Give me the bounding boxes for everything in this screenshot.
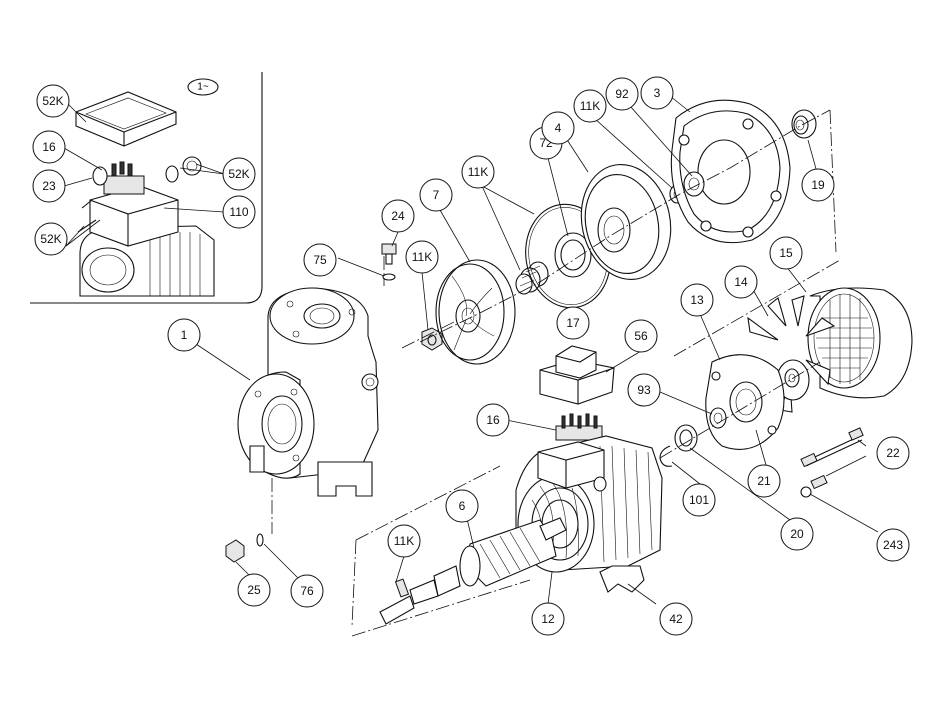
callout-7: 7 (419, 178, 453, 212)
svg-text:75: 75 (313, 253, 327, 267)
callout-21: 21 (747, 464, 781, 498)
plug-24 (381, 243, 397, 281)
svg-text:1: 1 (181, 328, 188, 342)
mechanical-seal (515, 261, 549, 295)
bearing-20 (674, 424, 698, 452)
drain-plug (225, 533, 264, 563)
motor-flange (670, 99, 791, 244)
bracket (580, 163, 672, 281)
callout-76: 76 (290, 574, 324, 608)
svg-text:56: 56 (634, 329, 648, 343)
callout-13: 13 (680, 283, 714, 317)
callout-14: 14 (724, 265, 758, 299)
svg-text:19: 19 (811, 178, 825, 192)
svg-text:15: 15 (779, 246, 793, 260)
bearing-93 (709, 407, 727, 429)
assembly-centerlines (271, 109, 841, 637)
inset-motor (77, 156, 215, 297)
callout-93: 93 (627, 373, 661, 407)
callout-22: 22 (876, 436, 910, 470)
callout-nut-11k: 11K (405, 240, 439, 274)
inset-terminal-cover (75, 91, 177, 147)
foot-bracket (599, 565, 645, 593)
callout-25: 25 (237, 573, 271, 607)
svg-text:52K: 52K (42, 94, 63, 108)
svg-text:24: 24 (391, 209, 405, 223)
rotor-shaft (379, 517, 567, 625)
svg-text:243: 243 (883, 538, 903, 552)
callout-23: 23 (32, 169, 66, 203)
callout-ring-11k: 11K (573, 89, 607, 123)
inset-frame (30, 72, 263, 304)
callout-inset-terminal-16: 16 (32, 130, 66, 164)
callout-4: 4 (541, 111, 575, 145)
svg-text:12: 12 (541, 612, 555, 626)
callout-12: 12 (531, 602, 565, 636)
circlip-101 (659, 445, 673, 467)
svg-text:11K: 11K (468, 165, 488, 179)
svg-text:22: 22 (886, 446, 900, 460)
svg-text:76: 76 (300, 584, 314, 598)
callout-56: 56 (624, 319, 658, 353)
svg-text:92: 92 (615, 87, 629, 101)
svg-text:110: 110 (229, 205, 248, 219)
callout-inset-gland-52k: 52K (222, 157, 256, 191)
pump-casing (237, 287, 379, 497)
callout-inset-box-52k: 52K (34, 222, 68, 256)
callout-92: 92 (605, 77, 639, 111)
svg-text:23: 23 (42, 179, 56, 193)
svg-text:3: 3 (654, 86, 661, 100)
svg-text:4: 4 (555, 121, 562, 135)
callout-17: 17 (556, 306, 590, 340)
svg-text:17: 17 (566, 316, 580, 330)
callout-20: 20 (780, 517, 814, 551)
callout-243: 243 (876, 528, 910, 562)
single-phase-symbol: 1~ (187, 78, 219, 96)
impeller-nut (421, 327, 443, 351)
svg-text:16: 16 (486, 413, 500, 427)
svg-text:42: 42 (669, 612, 683, 626)
callout-seal-11k: 11K (461, 155, 495, 189)
rear-end-shield (705, 354, 785, 450)
callout-3: 3 (640, 76, 674, 110)
svg-text:14: 14 (734, 275, 748, 289)
callout-19: 19 (801, 168, 835, 202)
svg-text:6: 6 (459, 499, 466, 513)
callout-terminal-16: 16 (476, 403, 510, 437)
svg-text:11K: 11K (412, 250, 432, 264)
svg-text:7: 7 (433, 188, 440, 202)
terminal-block (555, 413, 603, 441)
svg-text:101: 101 (689, 493, 709, 507)
callout-rotor-11k: 11K (387, 524, 421, 558)
callout-6: 6 (445, 489, 479, 523)
callout-24: 24 (381, 199, 415, 233)
svg-text:13: 13 (690, 293, 704, 307)
callout-110: 110 (222, 195, 256, 229)
svg-text:21: 21 (757, 474, 771, 488)
svg-text:52K: 52K (40, 232, 61, 246)
fan-cover (807, 287, 913, 399)
svg-text:93: 93 (637, 383, 651, 397)
callout-42: 42 (659, 602, 693, 636)
callout-inset-cover-52k: 52K (36, 84, 70, 118)
single-phase-label: 1~ (197, 82, 209, 93)
svg-text:20: 20 (790, 527, 804, 541)
terminal-box-cover (539, 345, 615, 405)
svg-text:11K: 11K (580, 99, 600, 113)
svg-text:11K: 11K (394, 534, 414, 548)
svg-text:16: 16 (42, 140, 56, 154)
callout-75: 75 (303, 243, 337, 277)
callout-15: 15 (769, 236, 803, 270)
callout-101: 101 (682, 483, 716, 517)
impeller (435, 259, 516, 365)
svg-text:25: 25 (247, 583, 261, 597)
svg-text:52K: 52K (228, 167, 249, 181)
callout-1: 1 (167, 318, 201, 352)
tie-rods (800, 427, 864, 498)
